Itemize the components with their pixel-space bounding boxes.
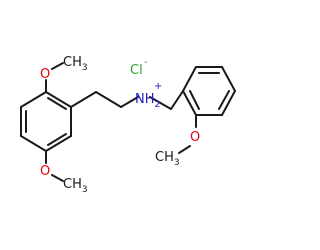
methyl-label: CH3 xyxy=(155,150,180,168)
bond xyxy=(47,97,67,110)
oxygen-label: O xyxy=(40,67,50,82)
methyl-label: CH3 xyxy=(63,55,88,73)
oxygen-label: O xyxy=(190,130,200,145)
bond xyxy=(70,91,97,108)
bond xyxy=(178,145,191,154)
bond-skeleton xyxy=(20,62,236,182)
bond xyxy=(95,91,122,108)
bond xyxy=(189,90,200,110)
methyl-label: CH3 xyxy=(63,177,88,195)
bond xyxy=(170,90,184,110)
negative-charge-label: - xyxy=(144,57,148,68)
methoxy-group-right: O CH3 xyxy=(155,130,200,168)
bond xyxy=(221,66,236,92)
chemical-structure-diagram: O CH3 O CH3 O CH3 NH2 + Cl - xyxy=(20,55,236,195)
oxygen-label: O xyxy=(40,164,50,179)
bond xyxy=(51,62,64,70)
bond xyxy=(149,96,172,110)
bond xyxy=(51,174,64,182)
chloride-counterion: Cl - xyxy=(130,57,148,78)
bond xyxy=(221,90,236,116)
bond xyxy=(45,91,72,108)
bond xyxy=(47,133,67,146)
bond xyxy=(218,90,230,110)
bond xyxy=(120,96,139,108)
bond xyxy=(182,90,197,116)
bond xyxy=(20,91,47,108)
methoxy-group-bottom: O CH3 xyxy=(40,164,88,195)
bond xyxy=(45,135,72,152)
chloride-label: Cl xyxy=(130,63,143,78)
nitrogen-label: NH2 xyxy=(135,92,160,110)
positive-charge-label: + xyxy=(154,81,162,92)
bond xyxy=(20,135,47,152)
bond xyxy=(182,66,197,92)
methoxy-group-top: O CH3 xyxy=(40,55,88,82)
ammonium-label: NH2 + xyxy=(135,81,162,110)
